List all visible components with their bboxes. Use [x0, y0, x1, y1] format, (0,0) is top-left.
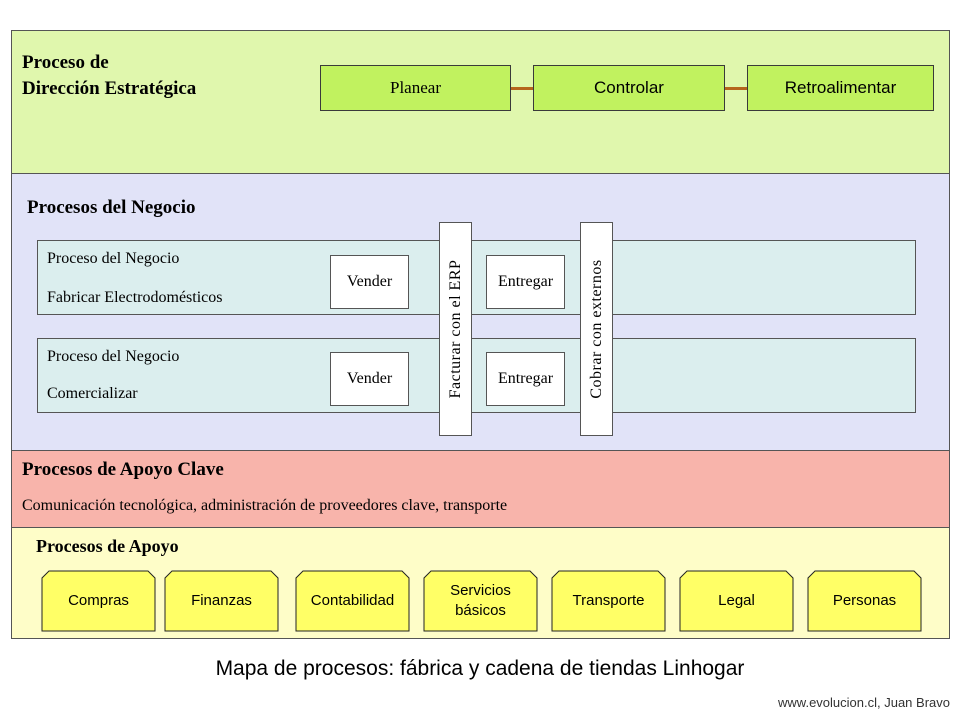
- apoyo-title: Procesos de Apoyo: [36, 536, 179, 556]
- phase-planear: Planear: [320, 65, 511, 111]
- negocio-title: Procesos del Negocio: [27, 197, 196, 218]
- connector-planear-controlar: [510, 87, 534, 90]
- direccion-title-line1: Proceso de: [22, 52, 109, 73]
- support-tab-legal-line1: Legal: [718, 592, 755, 609]
- process-comercializar: Proceso del Negocio Comercializar: [37, 338, 916, 413]
- support-tab-contabilidad-line1: Contabilidad: [310, 592, 395, 609]
- support-tab-transporte-line1: Transporte: [572, 592, 645, 609]
- support-tab-finanzas: [164, 570, 279, 632]
- cross-step-facturar: Facturar con el ERP: [439, 222, 472, 436]
- support-tab-finanzas-line1: Finanzas: [191, 592, 252, 609]
- support-tab-personas-line1: Personas: [832, 592, 897, 609]
- process-fabricar-line2: Fabricar Electrodomésticos: [47, 289, 223, 306]
- step-vender-fabricar: Vender: [330, 255, 409, 309]
- apoyo-clave-description: Comunicación tecnológica, administración…: [22, 497, 508, 514]
- phase-retroalimentar: Retroalimentar: [747, 65, 934, 111]
- support-tab-servicios-label: Servicios básicos: [424, 571, 537, 631]
- step-vender-comercializar: Vender: [330, 352, 409, 406]
- process-comercializar-line1: Proceso del Negocio: [47, 348, 180, 365]
- direccion-title: Proceso de Dirección Estratégica: [22, 50, 196, 102]
- support-tab-transporte: [551, 570, 666, 632]
- support-tab-compras: [41, 570, 156, 632]
- support-tab-legal-label: Legal: [680, 571, 793, 631]
- step-entregar-comercializar: Entregar: [486, 352, 565, 406]
- cross-step-cobrar: Cobrar con externos: [580, 222, 613, 436]
- support-tab-compras-line1: Compras: [68, 592, 129, 609]
- step-entregar-fabricar: Entregar: [486, 255, 565, 309]
- process-fabricar-line1: Proceso del Negocio: [47, 250, 180, 267]
- phase-controlar: Controlar: [533, 65, 725, 111]
- support-tab-servicios-line1: Servicios: [450, 582, 511, 599]
- support-tab-personas: [807, 570, 922, 632]
- support-tab-compras-label: Compras: [42, 571, 155, 631]
- connector-controlar-retroalimentar: [724, 87, 748, 90]
- apoyo-clave-title: Procesos de Apoyo Clave: [22, 459, 224, 480]
- process-comercializar-line2: Comercializar: [47, 385, 138, 402]
- process-fabricar: Proceso del Negocio Fabricar Electrodomé…: [37, 240, 916, 315]
- direccion-title-line2: Dirección Estratégica: [22, 78, 197, 99]
- support-tab-legal: [679, 570, 794, 632]
- support-tab-transporte-label: Transporte: [552, 571, 665, 631]
- credit-text: www.evolucion.cl, Juan Bravo: [778, 695, 950, 710]
- support-tab-contabilidad: [295, 570, 410, 632]
- support-tab-contabilidad-label: Contabilidad: [296, 571, 409, 631]
- support-tab-personas-label: Personas: [808, 571, 921, 631]
- support-tab-servicios-line2: básicos: [455, 602, 506, 619]
- diagram-caption: Mapa de procesos: fábrica y cadena de ti…: [215, 657, 745, 680]
- support-tab-servicios: [423, 570, 538, 632]
- support-tab-finanzas-label: Finanzas: [165, 571, 278, 631]
